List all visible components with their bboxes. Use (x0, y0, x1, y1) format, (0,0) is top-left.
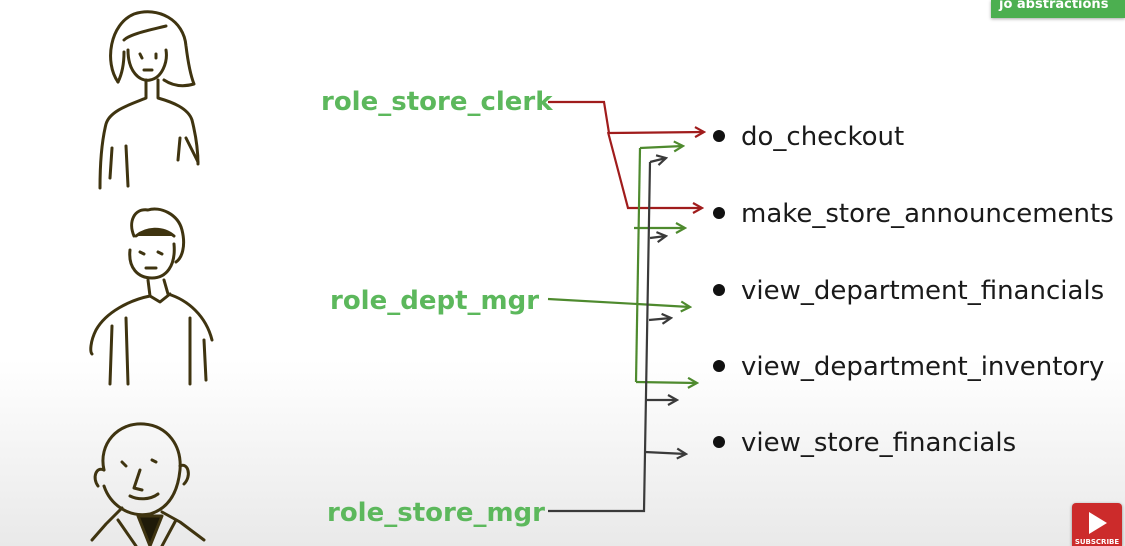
person-woman-icon (98, 10, 200, 190)
subscribe-label: SUBSCRIBE (1074, 538, 1120, 546)
permission-item: view_store_financials (741, 428, 1016, 458)
channel-badge: jo abstractions (991, 0, 1125, 18)
dept-mgr-trunk (634, 147, 642, 383)
store-mgr-arrow-do-checkout (649, 158, 666, 162)
dept-mgr-arrow-do-checkout (639, 146, 683, 148)
permission-list: do_checkout make_store_announcements vie… (713, 122, 1114, 458)
store-mgr-trunk (548, 161, 652, 513)
clerk-arrow-make-store-announcements (606, 131, 702, 208)
clerk-connectors (548, 100, 704, 208)
bullet-icon (713, 360, 725, 372)
person-man-icon (89, 207, 214, 386)
clerk-arrow-do-checkout (548, 100, 704, 133)
store-mgr-arrow-make-store-announcements (649, 236, 666, 238)
dept-mgr-arrow-view-department-financials (547, 297, 690, 307)
store-mgr-arrow-view-store-financials (644, 452, 686, 454)
bullet-icon (713, 436, 725, 448)
dept-mgr-connectors (547, 146, 697, 383)
permission-item: view_department_financials (741, 276, 1104, 306)
store-mgr-arrow-view-department-financials (648, 318, 671, 320)
bullet-icon (713, 130, 725, 142)
bullet-icon (713, 207, 725, 219)
role-label-store-clerk: role_store_clerk (321, 87, 553, 117)
play-icon (1089, 512, 1107, 534)
person-manager-icon (90, 422, 206, 546)
permission-item: make_store_announcements (741, 199, 1114, 229)
store-mgr-connectors (548, 158, 686, 513)
subscribe-button[interactable]: SUBSCRIBE (1072, 503, 1122, 546)
permission-item: view_department_inventory (741, 352, 1104, 382)
bullet-icon (713, 284, 725, 296)
permission-item: do_checkout (741, 122, 904, 152)
role-label-dept-mgr: role_dept_mgr (330, 286, 539, 316)
role-label-store-mgr: role_store_mgr (327, 498, 545, 528)
